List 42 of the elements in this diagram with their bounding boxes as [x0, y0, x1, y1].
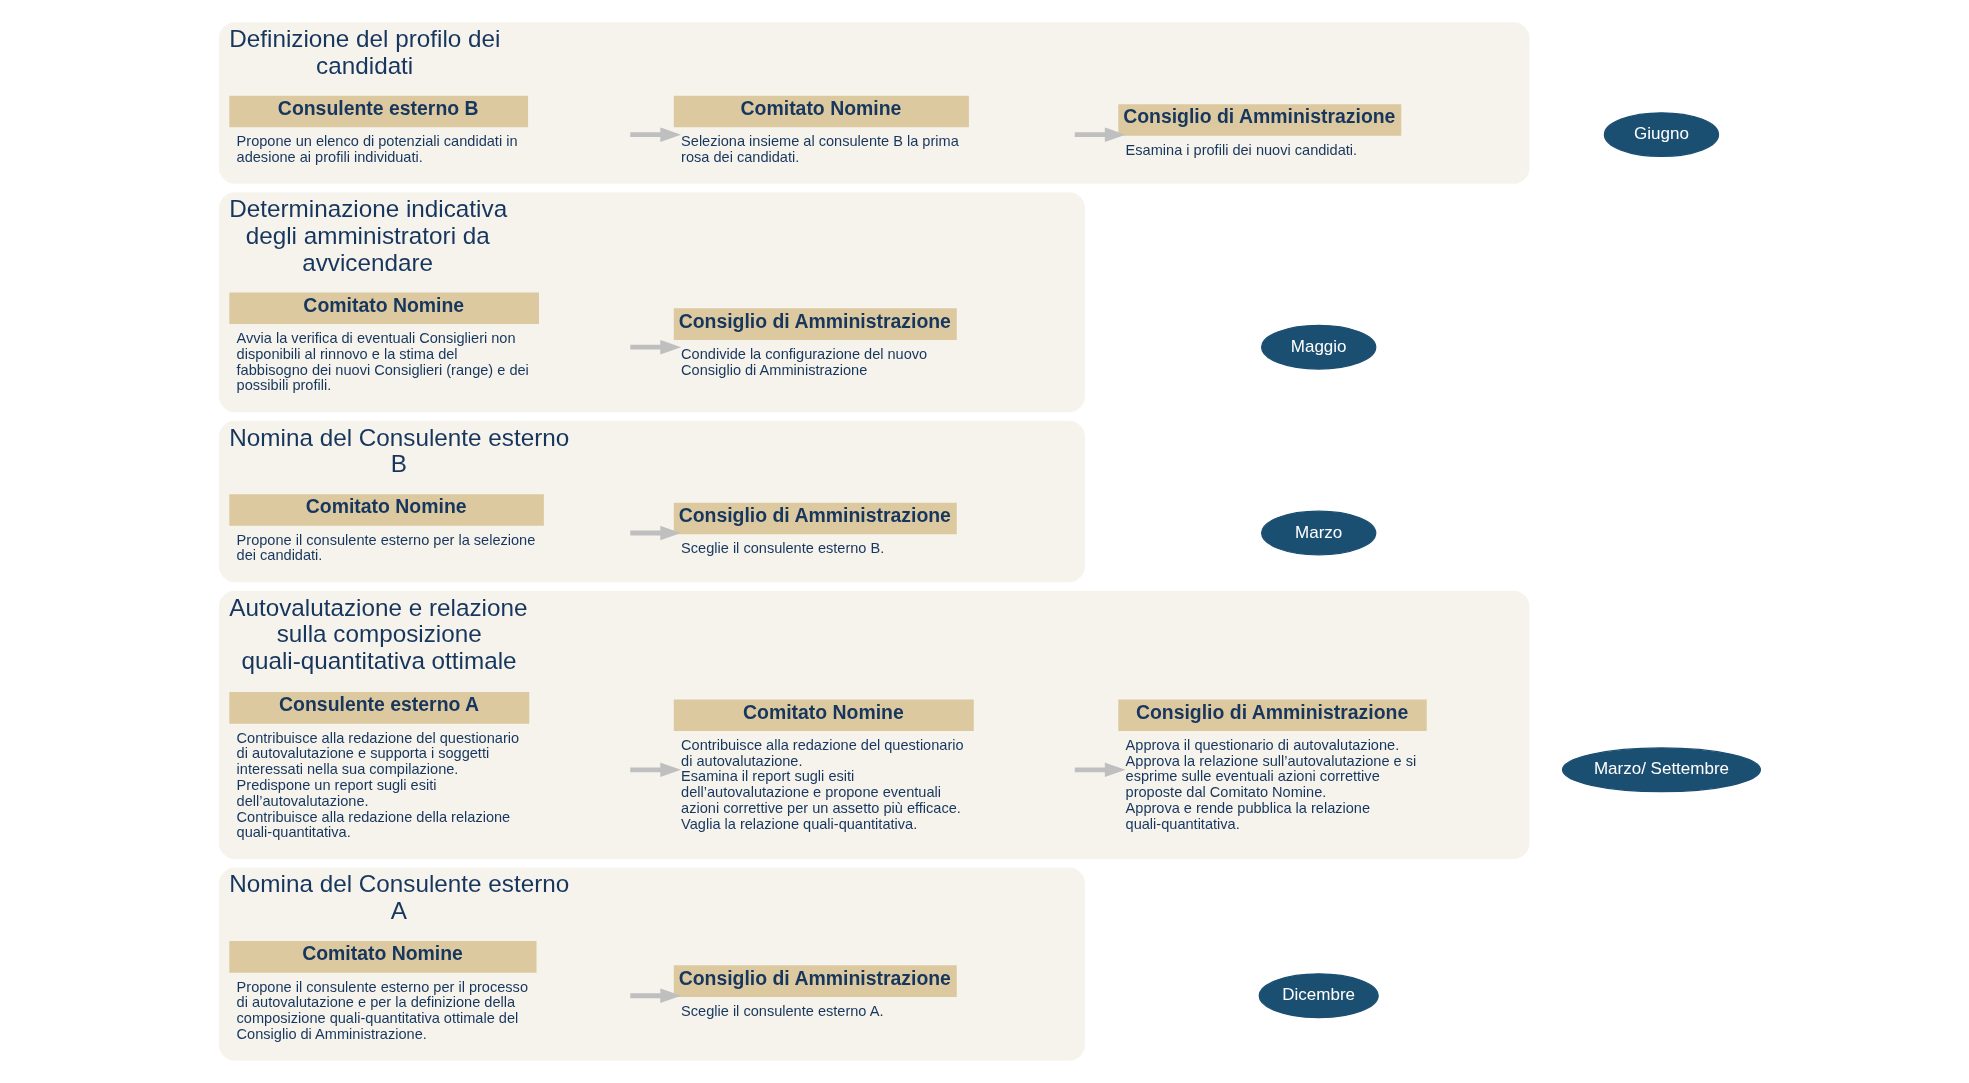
node-box: Consiglio di Amministrazione	[673, 502, 957, 535]
node-box: Consiglio di Amministrazione	[673, 965, 957, 997]
node-label: Sceglie il consulente esterno B.	[680, 540, 884, 557]
node-label: Approva il questionario di autovalutazione.	[1125, 736, 1399, 753]
node-label: Propone il consulente esterno per il processo di autovalutazione e per la definizione della composizione quali-quantitativa ottimale del Consiglio di Amministrazione.	[236, 978, 528, 1042]
node-box: Comitato Nomine	[228, 941, 537, 973]
node-label: Avvia la verifica di eventuali Consiglieri non disponibili al rinnovo e la stima del fabbisogno dei nuovi Consiglieri (range) e dei possibili profili.	[236, 330, 529, 394]
node-box: Consulente esterno B	[228, 95, 528, 128]
arrow	[629, 762, 681, 778]
arrow	[1074, 127, 1126, 142]
arrow	[629, 127, 681, 142]
node-box: Comitato Nomine	[673, 95, 969, 128]
arrow	[629, 339, 681, 355]
node-ellipse: Marzo	[1260, 510, 1376, 556]
node-box: Consulente esterno A	[228, 692, 529, 724]
node-label: Predispone un report sugli esiti dell’autovalutazione.	[236, 776, 437, 809]
arrow	[629, 988, 681, 1003]
node-ellipse: Marzo/ Settembre	[1561, 747, 1761, 793]
node-label: Contribuisce alla redazione della relazione quali-quantitativa.	[236, 808, 510, 841]
arrow	[629, 525, 681, 541]
node-box: Comitato Nomine	[228, 494, 544, 526]
node-ellipse: Dicembre	[1258, 973, 1379, 1019]
node-label: Vaglia la relazione quali-quantitativa.	[680, 815, 917, 832]
node-box: Comitato Nomine	[228, 292, 539, 325]
node-box: Comitato Nomine	[673, 699, 974, 731]
node-label: Sceglie il consulente esterno A.	[680, 1002, 883, 1019]
node-label: Esamina il report sugli esiti dell’autovalutazione e propone eventuali azioni correttive per un assetto più efficace.	[680, 768, 961, 817]
node-label: Approva la relazione sull’autovalutazione e si esprime sulle eventuali azioni correttive proposte dal Comitato Nomine.	[1125, 752, 1416, 801]
node-label: Seleziona insieme al consulente B la prima rosa dei candidati.	[680, 133, 959, 166]
node-label: Propone il consulente esterno per la selezione dei candidati.	[236, 531, 535, 564]
node-label: Esamina i profili dei nuovi candidati.	[1125, 141, 1357, 158]
node-ellipse: Giugno	[1603, 112, 1719, 158]
arrow	[1074, 762, 1126, 778]
node-box: Consiglio di Amministrazione	[1117, 699, 1427, 731]
node-box: Consiglio di Amministrazione	[1117, 104, 1401, 136]
node-label: Condivide la configurazione del nuovo Consiglio di Amministrazione	[680, 345, 927, 378]
node-label: Contribuisce alla redazione del questionario di autovalutazione e supporta i soggetti interessati nella sua compilazione.	[236, 729, 519, 778]
node-label: Contribuisce alla redazione del questionario di autovalutazione.	[680, 736, 964, 769]
node-label: Propone un elenco di potenziali candidati in adesione ai profili individuati.	[236, 133, 518, 166]
node-ellipse: Maggio	[1260, 324, 1376, 370]
node-label: Approva e rende pubblica la relazione quali-quantitativa.	[1125, 800, 1370, 832]
node-box: Consiglio di Amministrazione	[673, 308, 957, 340]
